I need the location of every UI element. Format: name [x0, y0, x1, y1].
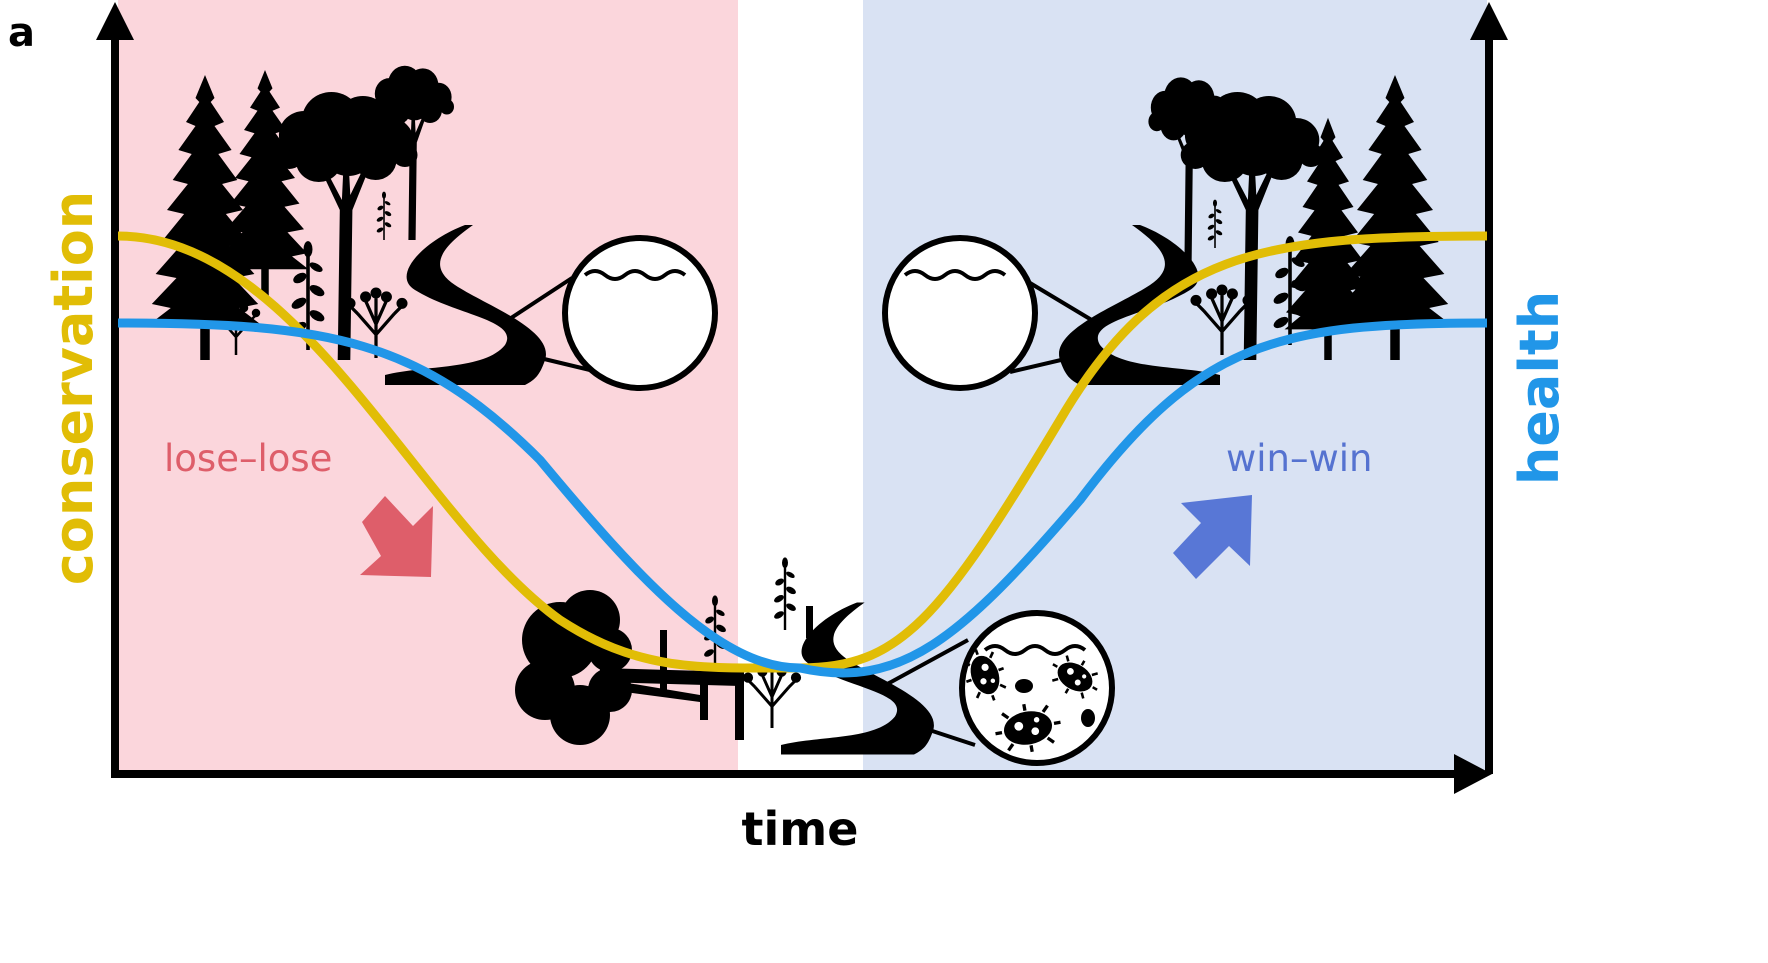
y-axis-left-label: conservation [42, 191, 105, 585]
arrow-down-right-icon [360, 496, 433, 577]
y-axis-right-arrowhead [1470, 2, 1508, 40]
health-curve [117, 318, 1488, 678]
felled-tree-icon [515, 557, 813, 745]
x-axis-label: time [742, 802, 859, 854]
panel-label: a [8, 10, 35, 56]
y-axis-left-arrowhead [96, 2, 134, 40]
clean-water-magnifier-left [503, 235, 718, 391]
axes [96, 2, 1508, 794]
lose-lose-label: lose–lose [164, 437, 332, 480]
x-axis-arrowhead [1454, 754, 1492, 794]
win-win-label: win–win [1226, 437, 1372, 480]
pathogen-water-magnifier [879, 610, 1115, 766]
y-axis-right-label: health [1508, 291, 1568, 485]
clean-water-magnifier-right [882, 235, 1097, 391]
conservation-health-diagram: a lose–lose win–win time conservation he… [8, 0, 1568, 854]
arrow-up-right-icon [1173, 495, 1252, 579]
